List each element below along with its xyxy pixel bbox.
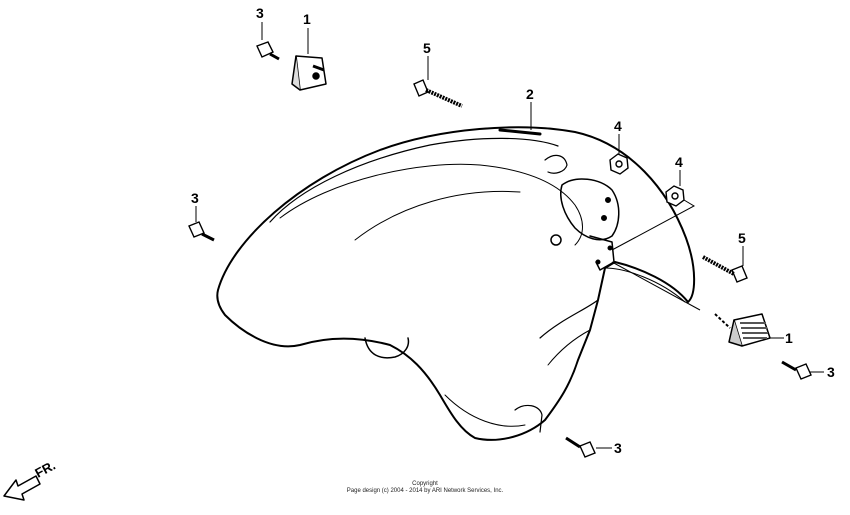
callout-3-bottom: 3	[614, 440, 622, 456]
bolt-3-right[interactable]	[781, 360, 812, 380]
screw-5-right[interactable]	[702, 255, 748, 283]
screw-5-top[interactable]	[413, 79, 463, 108]
nut-4-lower[interactable]	[665, 185, 685, 207]
copyright-line-2: Page design (c) 2004 - 2014 by ARI Netwo…	[346, 488, 504, 494]
nut-4-upper[interactable]	[609, 153, 629, 175]
bolt-3-bottom[interactable]	[565, 436, 596, 458]
callout-3-left: 3	[191, 190, 199, 206]
leader-lines	[195, 22, 824, 449]
callout-4-lower: 4	[675, 154, 683, 170]
reflector-bracket-top[interactable]	[291, 55, 327, 91]
callout-1-right: 1	[785, 330, 793, 346]
bolt-3-left[interactable]	[188, 221, 215, 242]
copyright-line-1: Copyright	[412, 481, 438, 487]
front-fender[interactable]	[216, 126, 696, 441]
callout-4-upper: 4	[614, 118, 622, 134]
bolt-3-top[interactable]	[256, 41, 280, 61]
reflector-right[interactable]	[714, 313, 771, 347]
arrow-icon	[3, 475, 41, 501]
callout-3-right: 3	[827, 364, 835, 380]
copyright-notice: Copyright Page design (c) 2004 - 2014 by…	[300, 481, 550, 495]
callout-5-top: 5	[423, 40, 431, 56]
callouts: 3 1 5 2 4 4 3 5 1 3 3	[191, 5, 835, 456]
callout-5-right: 5	[738, 230, 746, 246]
callout-2: 2	[526, 86, 534, 102]
callout-1-top: 1	[303, 11, 311, 27]
front-direction-arrow: FR.	[3, 458, 58, 501]
callout-3-top: 3	[256, 5, 264, 21]
